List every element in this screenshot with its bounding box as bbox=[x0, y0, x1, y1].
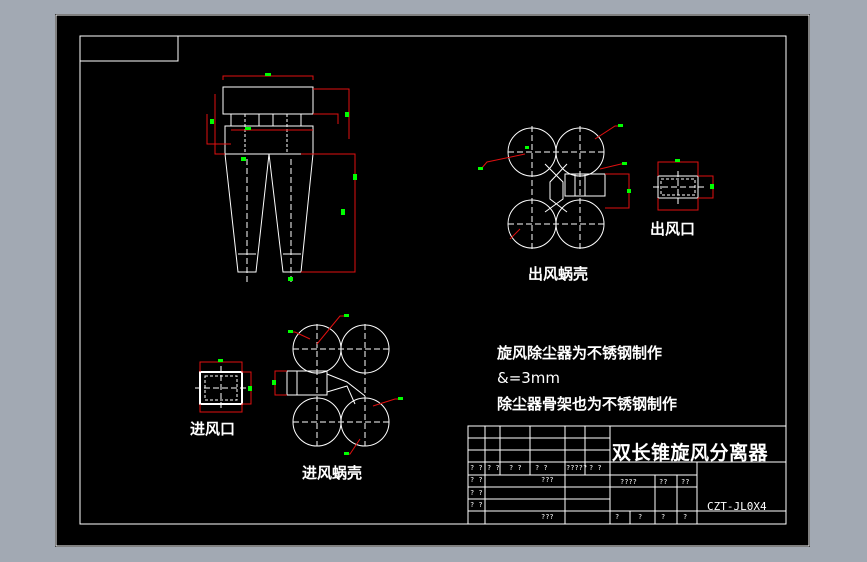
title-block-cell: ????? bbox=[566, 464, 588, 472]
cad-drawing bbox=[55, 14, 810, 547]
front-view-dim-texts bbox=[210, 73, 357, 281]
title-block-cell: ? ? bbox=[509, 464, 522, 472]
note-material: 旋风除尘器为不锈钢制作 bbox=[497, 344, 663, 362]
title-block-cell: ?? bbox=[659, 478, 668, 486]
inlet-volute-view bbox=[286, 324, 390, 447]
title-block-cell: ??? bbox=[541, 513, 554, 521]
drawing-title: 双长锥旋风分离器 bbox=[612, 442, 769, 464]
inlet-port-label: 进风口 bbox=[190, 420, 236, 438]
drawing-number: CZT-JL0X4 bbox=[707, 500, 767, 513]
outlet-port-dimensions bbox=[657, 161, 714, 211]
title-block-cell: ? ? bbox=[535, 464, 548, 472]
outlet-volute-label: 出风蜗壳 bbox=[528, 265, 589, 283]
outlet-port-dim-texts bbox=[675, 159, 714, 189]
outlet-volute-dim-texts bbox=[478, 124, 631, 193]
inlet-volute-label: 进风蜗壳 bbox=[302, 464, 363, 482]
inner-border bbox=[79, 35, 787, 525]
front-view-dimensions bbox=[206, 75, 356, 273]
cyclone-front-view bbox=[222, 86, 314, 284]
title-block-cell: ? ? bbox=[470, 501, 483, 509]
inlet-port-dim-texts bbox=[218, 359, 252, 391]
title-block-cell: ? bbox=[638, 513, 643, 521]
inlet-volute-dim-texts bbox=[272, 314, 403, 455]
title-block-cell: ???? bbox=[620, 478, 637, 486]
title-block-cell: ??? bbox=[541, 476, 554, 484]
title-block-cell: ? ? bbox=[470, 489, 483, 497]
title-block-cell: ? ? bbox=[589, 464, 602, 472]
drawing-sheet: 出风蜗壳 出风口 进风口 进风蜗壳 旋风除尘器为不锈钢制作 &=3mm 除尘器骨… bbox=[55, 14, 810, 547]
title-block-cell: ? bbox=[683, 513, 688, 521]
corner-box bbox=[79, 35, 179, 62]
inlet-port-view bbox=[195, 366, 247, 410]
title-block-cell: ? ? bbox=[470, 476, 483, 484]
note-thickness: &=3mm bbox=[497, 369, 561, 387]
outlet-volute-view bbox=[507, 126, 606, 250]
title-block-cell: ? bbox=[661, 513, 666, 521]
outer-border bbox=[55, 14, 810, 547]
title-block-cell: ? ? bbox=[470, 464, 483, 472]
title-block-cell: ? ? bbox=[487, 464, 500, 472]
note-frame-material: 除尘器骨架也为不锈钢制作 bbox=[497, 395, 678, 413]
outlet-port-view bbox=[653, 171, 705, 204]
title-block-grid bbox=[467, 425, 787, 525]
outlet-volute-dimensions bbox=[480, 125, 630, 240]
title-block-cell: ? bbox=[615, 513, 620, 521]
title-block-cell: ?? bbox=[681, 478, 690, 486]
outlet-port-label: 出风口 bbox=[650, 220, 696, 238]
